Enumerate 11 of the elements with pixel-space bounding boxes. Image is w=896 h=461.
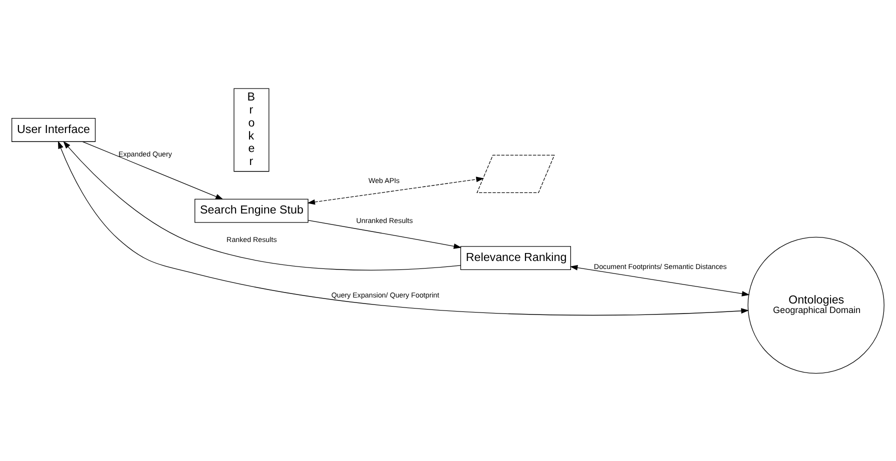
node-box: User Interface [12, 118, 96, 142]
arrow [82, 140, 224, 200]
node-circle: Ontologies Geographical Domain [748, 236, 884, 374]
node-box: Broker [234, 88, 270, 172]
arrow [570, 264, 750, 296]
node-box: Relevance Ranking [460, 246, 571, 270]
arrow [58, 140, 749, 316]
arrow [308, 220, 462, 248]
arrow [63, 140, 461, 270]
arrow [307, 176, 484, 204]
node-box: Search Engine Stub [194, 198, 308, 222]
